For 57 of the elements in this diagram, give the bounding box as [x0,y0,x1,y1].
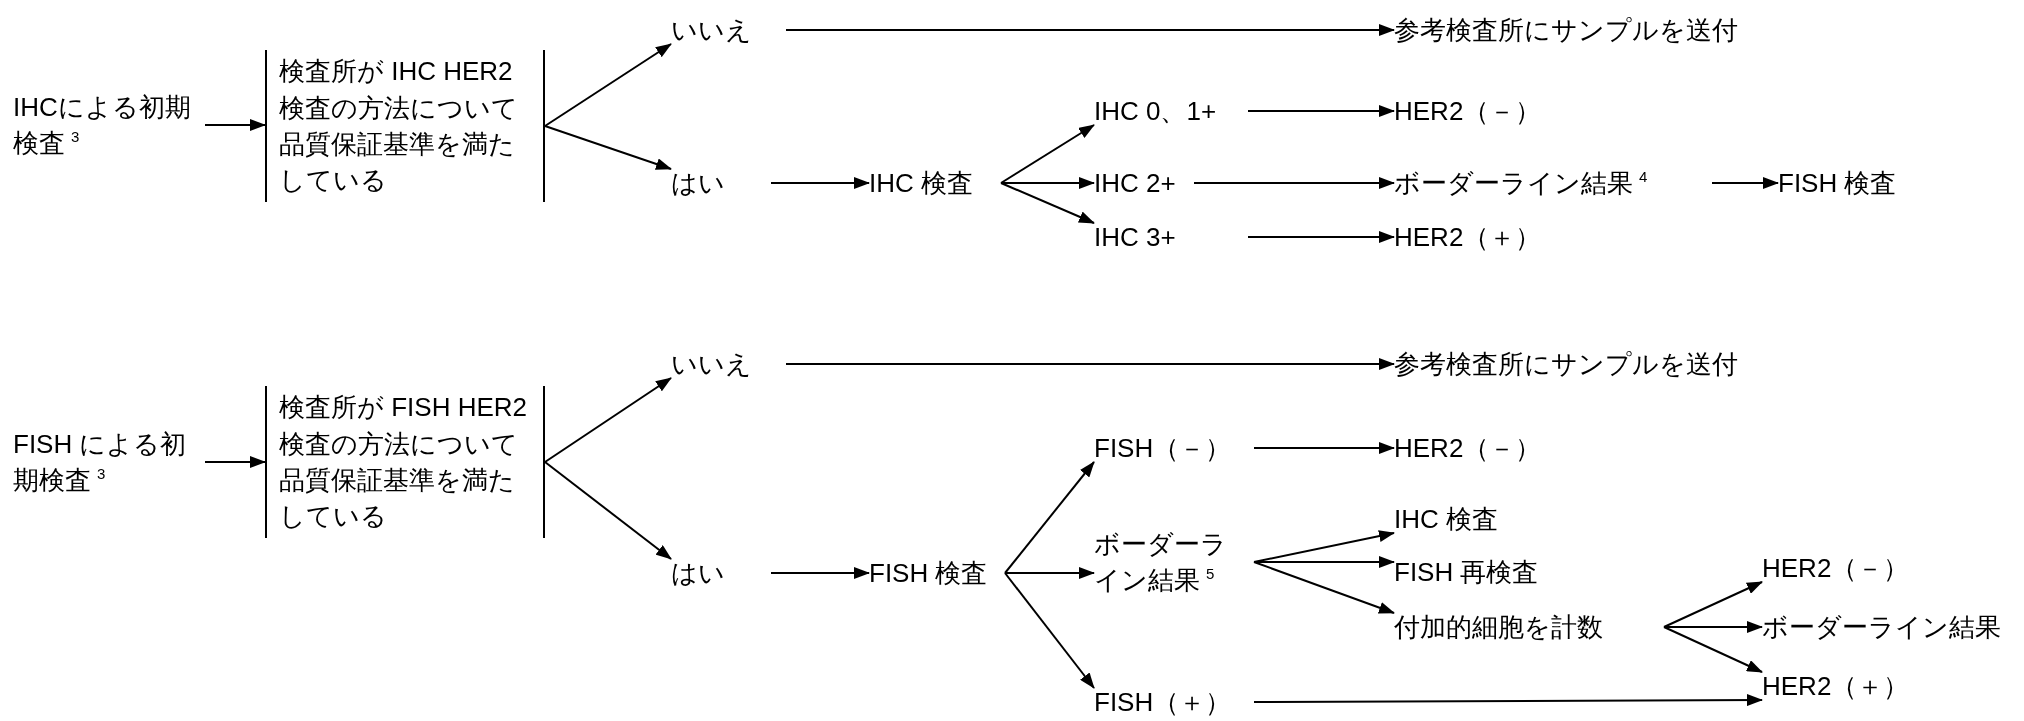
flow-text: はい [671,555,771,591]
flow-text: FISH 検査 [1778,165,1938,201]
flow-text: IHC 3+ [1094,219,1248,255]
arrow [1247,105,1395,117]
arrow [1253,530,1395,563]
arrow [1711,177,1779,189]
arrow [1253,694,1763,707]
flow-text: IHC 0、1+ [1094,93,1248,129]
arrow [1663,581,1763,628]
arrow [1004,572,1095,689]
arrow [1253,561,1395,614]
flow-text: FISH（＋） [1094,684,1254,720]
arrow [1663,621,1763,633]
flow-text: HER2（－） [1394,430,1594,466]
arrow [204,119,266,131]
arrow [1193,177,1395,189]
condition-box: 検査所が IHC HER2 検査の方法について品質保証基準を満たしている [265,50,545,202]
flow-text: FISH による初期検査$^{3}$ [13,424,205,500]
arrow [1004,461,1095,574]
arrow [1000,177,1095,189]
arrow [770,567,870,579]
arrow [1000,182,1095,224]
flow-text: IHCによる初期検査$^{3}$ [13,87,205,163]
flow-text: IHC 2+ [1094,165,1194,201]
arrow [544,377,672,463]
flow-text: FISH（－） [1094,430,1254,466]
flow-text: HER2（－） [1762,550,1962,586]
arrow [544,125,672,170]
flow-text: HER2（＋） [1394,219,1594,255]
flow-text: HER2（－） [1394,93,1594,129]
flow-text: ボーダーライン結果$^{4}$ [1394,165,1712,201]
arrow [544,461,672,560]
arrow [544,43,672,127]
arrow [204,456,266,468]
arrow [1247,231,1395,243]
condition-box: 検査所が FISH HER2 検査の方法について品質保証基準を満たしている [265,386,545,538]
arrow [1004,567,1095,579]
flow-text: 参考検査所にサンプルを送付 [1394,12,1814,48]
arrow [1253,556,1395,568]
flow-text: HER2（＋） [1762,668,1962,704]
arrow [770,177,870,189]
flow-text: ボーダーライン結果 [1762,609,2012,645]
arrow [1000,124,1095,184]
flow-text: FISH 検査 [869,555,1005,591]
flow-text: IHC 検査 [869,165,1001,201]
flow-text: IHC 検査 [1394,501,1554,537]
flow-text: いいえ [671,12,786,48]
arrow [1663,626,1763,673]
flow-text: いいえ [671,346,786,382]
flow-text: 付加的細胞を計数 [1394,609,1664,645]
flow-text: ボーダーライン結果$^{5}$ [1094,524,1254,600]
arrow [785,358,1395,370]
flow-text: FISH 再検査 [1394,554,1574,590]
arrow [1253,442,1395,454]
flow-text: 参考検査所にサンプルを送付 [1394,346,1814,382]
flow-text: はい [671,165,771,201]
arrow [785,24,1395,36]
